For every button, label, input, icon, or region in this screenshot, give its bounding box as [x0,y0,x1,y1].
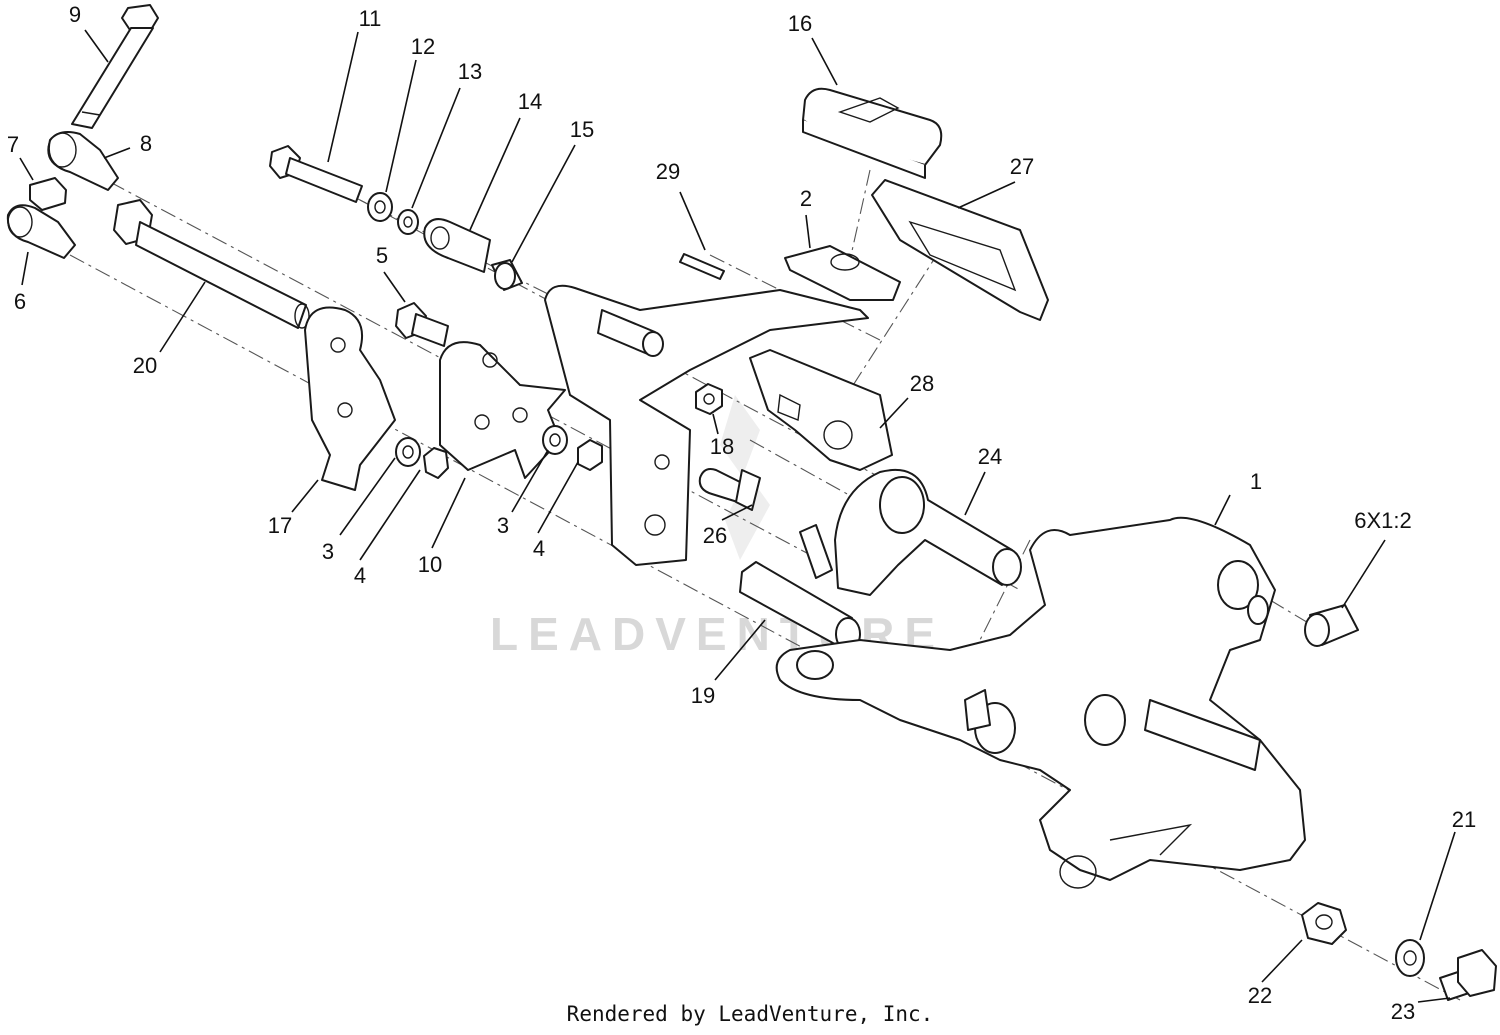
callout-26: 26 [703,523,727,548]
part-5-bolt [395,302,449,347]
part-6-ball-joint [6,204,76,259]
callout-15: 15 [570,117,594,142]
part-17-bracket [304,306,396,491]
callout-6: 6 [14,289,26,314]
render-credit: Rendered by LeadVenture, Inc. [566,1002,934,1026]
part-2-plate [784,245,901,301]
part-3-washer-right [542,425,568,455]
callout-labels: 1 2 3 3 4 4 5 6 7 8 9 10 11 12 13 14 15 … [7,2,1476,1024]
part-20-long-bolt [113,199,310,329]
part-10-plate [439,341,566,479]
part-18-nut [695,383,723,415]
part-28-bracket [749,349,893,471]
part-15-bushing [491,259,523,291]
callout-3-right: 3 [497,513,509,538]
part-27-pad [871,179,1049,321]
callout-22: 22 [1248,983,1272,1008]
callout-16: 16 [788,11,812,36]
callout-10: 10 [418,552,442,577]
part-11-bolt [269,145,363,203]
callout-11: 11 [359,6,382,31]
part-4-nut-right [577,439,603,471]
callout-29: 29 [656,159,680,184]
part-24-shaft [799,468,1022,596]
part-26-fitting [698,468,761,511]
part-29-pin [679,253,725,280]
callout-4-right: 4 [533,536,545,561]
callout-3-left: 3 [322,539,334,564]
part-12-washer [367,192,393,222]
leader-lines [19,29,1456,1003]
callout-21: 21 [1452,807,1476,832]
callout-6x1-2: 6X1:2 [1354,508,1412,533]
part-23-bolt [1439,949,1497,1001]
part-21-washer [1395,939,1425,977]
callout-14: 14 [518,89,542,114]
callout-4-left: 4 [354,563,366,588]
part-6x-bushing [1304,604,1359,647]
callout-27: 27 [1010,154,1034,179]
callout-19: 19 [691,683,715,708]
part-13-washer [397,209,419,235]
part-7-spacer [29,177,67,211]
callout-8: 8 [140,131,152,156]
callout-9: 9 [69,2,81,27]
callout-24: 24 [978,444,1002,469]
pedal-arm-assembly [544,284,869,566]
part-3-washer-left [395,437,421,467]
part-1-main-casting [775,516,1306,889]
part-16-pedal-pad [802,87,943,179]
part-14-rod-end [423,218,491,273]
callout-28: 28 [910,371,934,396]
callout-7: 7 [7,132,19,157]
callout-12: 12 [411,34,435,59]
callout-2: 2 [800,186,812,211]
part-9-bolt [71,4,159,129]
callout-23: 23 [1391,999,1415,1024]
callout-20: 20 [133,353,157,378]
callout-17: 17 [268,513,292,538]
part-4-nut-left [423,447,449,479]
callout-18: 18 [710,434,734,459]
callout-1: 1 [1250,469,1262,494]
part-22-nut [1301,902,1347,945]
callout-13: 13 [458,59,482,84]
callout-5: 5 [376,243,388,268]
part-8-ball-joint [47,131,119,191]
